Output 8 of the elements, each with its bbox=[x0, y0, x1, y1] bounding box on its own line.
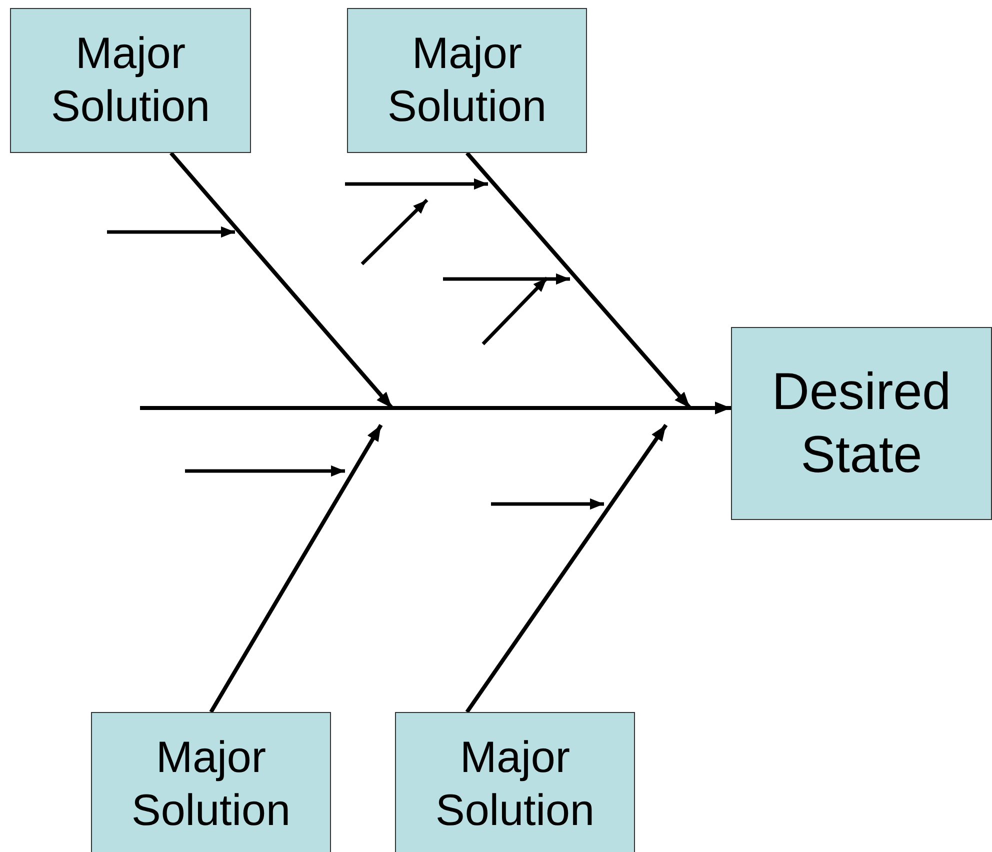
bone-arrow bbox=[465, 424, 668, 714]
solution-box: Major Solution bbox=[10, 8, 251, 153]
solution-box: Major Solution bbox=[91, 712, 331, 852]
bone-arrow bbox=[209, 424, 383, 714]
solution-box: Major Solution bbox=[347, 8, 587, 153]
solution-box: Major Solution bbox=[395, 712, 635, 852]
spine-arrow bbox=[140, 402, 731, 414]
goal-box: Desired State bbox=[731, 327, 992, 520]
